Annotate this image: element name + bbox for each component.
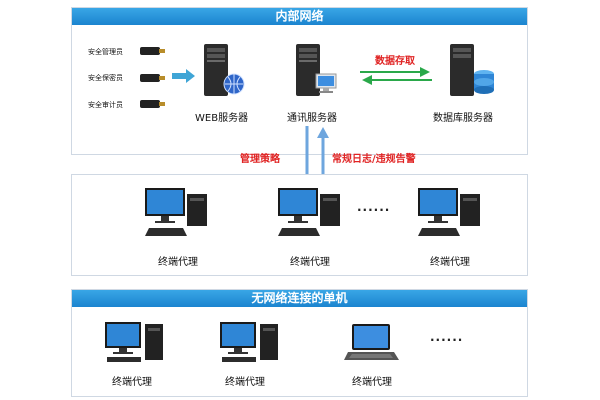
usb-key-icon xyxy=(140,74,165,82)
database-server-icon xyxy=(450,44,494,96)
comm-server-icon xyxy=(296,44,337,96)
database-server-label: 数据库服务器 xyxy=(433,113,493,124)
desktop-pc-icon xyxy=(105,322,163,362)
comm-server-label: 通讯服务器 xyxy=(287,113,337,124)
agents-ellipsis: ...... xyxy=(357,200,391,214)
standalone-agent-label: 终端代理 xyxy=(225,377,265,388)
access-arrow-icon xyxy=(172,69,195,83)
desktop-pc-icon xyxy=(220,322,278,362)
desktop-pc-icon xyxy=(278,188,340,236)
standalone-title: 无网络连接的单机 xyxy=(72,290,527,307)
internal-network-title: 内部网络 xyxy=(72,8,527,25)
web-server-label: WEB服务器 xyxy=(195,113,249,124)
desktop-pc-icon xyxy=(418,188,480,236)
agent-label: 终端代理 xyxy=(430,257,470,268)
policy-label: 管理策略 xyxy=(240,154,280,165)
usb-key-icon xyxy=(140,47,165,55)
agent-label: 终端代理 xyxy=(290,257,330,268)
data-access-label: 数据存取 xyxy=(375,56,415,67)
role-security-admin: 安全管理员 xyxy=(88,48,123,56)
desktop-pc-icon xyxy=(145,188,207,236)
laptop-icon xyxy=(344,324,399,360)
standalone-agent-label: 终端代理 xyxy=(352,377,392,388)
usb-key-icon xyxy=(140,100,165,108)
web-server-icon xyxy=(204,44,245,96)
agent-label: 终端代理 xyxy=(158,257,198,268)
standalone-ellipsis: ...... xyxy=(430,330,464,344)
standalone-agent-label: 终端代理 xyxy=(112,377,152,388)
role-security-secrecy: 安全保密员 xyxy=(88,74,123,82)
role-security-audit: 安全审计员 xyxy=(88,101,123,109)
data-access-arrows xyxy=(360,67,432,85)
logs-alerts-label: 常规日志/违规告警 xyxy=(332,154,416,165)
